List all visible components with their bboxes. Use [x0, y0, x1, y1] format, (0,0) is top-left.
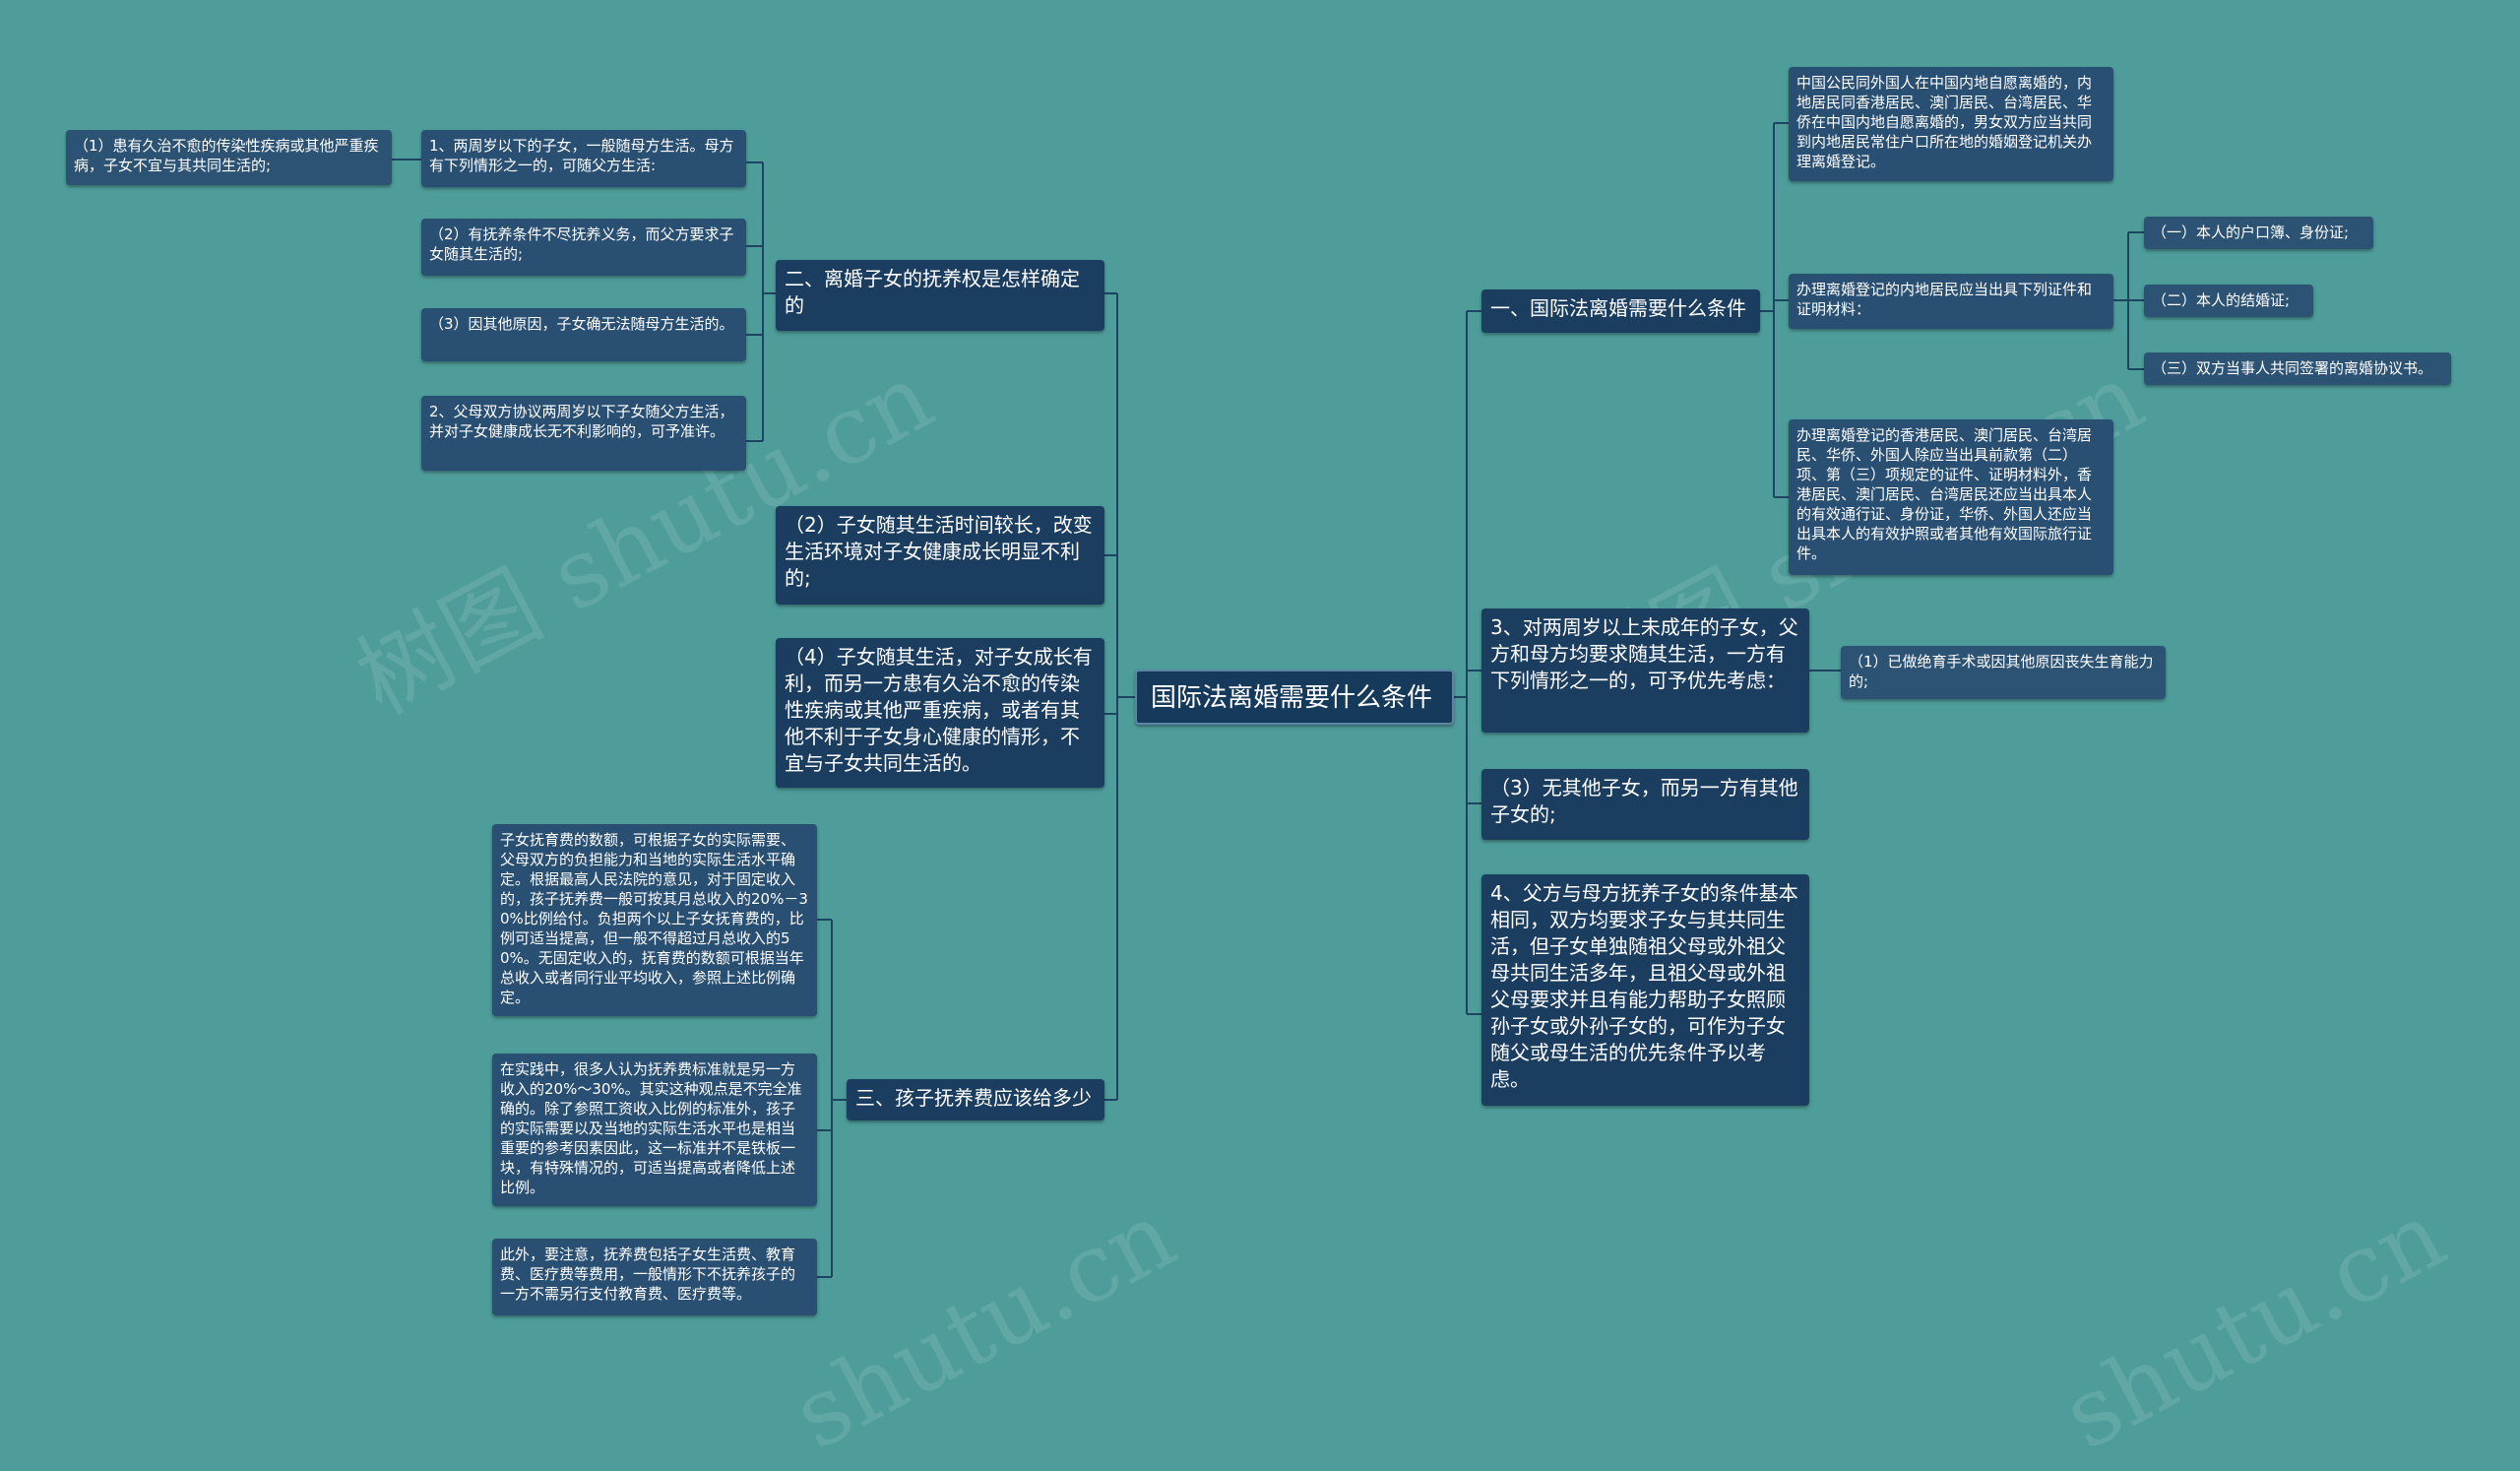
condition-item-2[interactable]: 办理离婚登记的内地居民应当出具下列证件和证明材料： — [1789, 274, 2113, 329]
custody-topic[interactable]: 二、离婚子女的抚养权是怎样确定的 — [776, 260, 1104, 331]
mindmap-connectors — [392, 122, 2144, 1278]
right-item-4b[interactable]: 4、父方与母方抚养子女的条件基本相同，双方均要求子女与其共同生活，但子女单独随祖… — [1481, 874, 1809, 1106]
custody-item-4[interactable]: 2、父母双方协议两周岁以下子女随父方生活，并对子女健康成长无不利影响的，可予准许… — [421, 396, 746, 471]
doc-item-2[interactable]: （二）本人的结婚证; — [2144, 285, 2313, 317]
root-topic[interactable]: 国际法离婚需要什么条件 — [1135, 670, 1454, 725]
right-item-3b[interactable]: （3）无其他子女，而另一方有其他子女的; — [1481, 769, 1809, 840]
right-item-3-sub[interactable]: （1）已做绝育手术或因其他原因丧失生育能力的; — [1841, 646, 2166, 699]
doc-item-3[interactable]: （三）双方当事人共同签署的离婚协议书。 — [2144, 352, 2451, 385]
custody-item-2[interactable]: （2）有抚养条件不尽抚养义务，而父方要求子女随其生活的; — [421, 219, 746, 276]
condition-item-1[interactable]: 中国公民同外国人在中国内地自愿离婚的，内地居民同香港居民、澳门居民、台湾居民、华… — [1789, 67, 2113, 181]
support-item-1[interactable]: 子女抚育费的数额，可根据子女的实际需要、父母双方的负担能力和当地的实际生活水平确… — [492, 824, 817, 1016]
doc-item-1[interactable]: （一）本人的户口簿、身份证; — [2144, 217, 2373, 249]
support-item-3[interactable]: 此外，要注意，抚养费包括子女生活费、教育费、医疗费等费用，一般情形下不抚养孩子的… — [492, 1239, 817, 1315]
left-item-4[interactable]: （4）子女随其生活，对子女成长有利，而另一方患有久治不愈的传染性疾病或其他严重疾… — [776, 638, 1104, 788]
condition-item-3[interactable]: 办理离婚登记的香港居民、澳门居民、台湾居民、华侨、外国人除应当出具前款第（二）项… — [1789, 419, 2113, 575]
support-item-2[interactable]: 在实践中，很多人认为抚养费标准就是另一方收入的20%～30%。其实这种观点是不完… — [492, 1054, 817, 1206]
right-item-3[interactable]: 3、对两周岁以上未成年的子女，父方和母方均要求随其生活，一方有下列情形之一的，可… — [1481, 608, 1809, 733]
condition-topic[interactable]: 一、国际法离婚需要什么条件 — [1481, 289, 1760, 333]
left-item-2[interactable]: （2）子女随其生活时间较长，改变生活环境对子女健康成长明显不利的; — [776, 506, 1104, 605]
custody-item-3[interactable]: （3）因其他原因，子女确无法随母方生活的。 — [421, 308, 746, 361]
support-topic[interactable]: 三、孩子抚养费应该给多少 — [847, 1079, 1104, 1120]
custody-item-1[interactable]: 1、两周岁以下的子女，一般随母方生活。母方有下列情形之一的，可随父方生活: — [421, 130, 746, 187]
custody-sub-item[interactable]: （1）患有久治不愈的传染性疾病或其他严重疾病，子女不宜与其共同生活的; — [66, 130, 392, 185]
